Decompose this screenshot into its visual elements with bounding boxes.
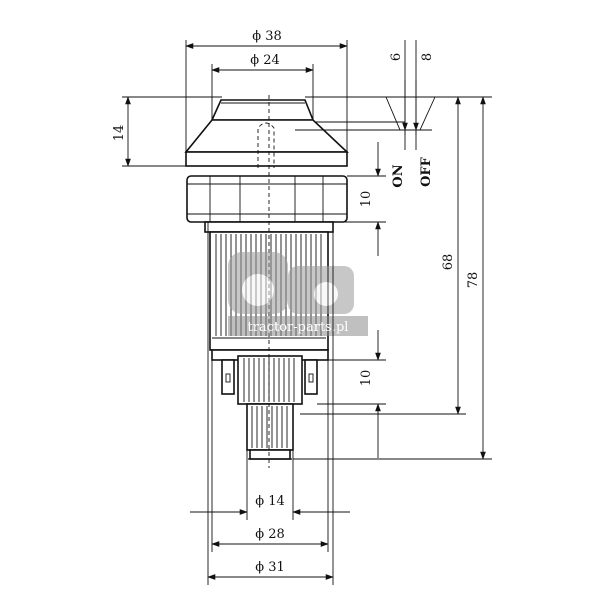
- lower-collar: [237, 355, 303, 405]
- position-on-label: ON: [391, 164, 406, 187]
- terminal-right: [304, 359, 318, 395]
- dim-dia-24-label: ϕ 24: [250, 53, 280, 68]
- dim-dia-31-label: ϕ 31: [255, 560, 285, 575]
- watermark-text: tractor-parts.pl: [248, 320, 349, 335]
- dim-stroke: 6 8 ON OFF: [295, 40, 492, 188]
- hex-nut: [186, 175, 348, 223]
- dim-len-78: 78: [293, 96, 492, 460]
- dim-len-10-nut: 10: [333, 142, 386, 256]
- position-off-label: OFF: [419, 156, 434, 187]
- dim-len-10-terminal-label: 10: [359, 370, 374, 387]
- dim-dia-14-label: ϕ 14: [255, 494, 285, 509]
- dim-dia-28: ϕ 28: [211, 360, 329, 552]
- dim-dia-28-label: ϕ 28: [255, 527, 285, 542]
- dimensions: ϕ 38 ϕ 24 14 6: [112, 29, 492, 585]
- dim-dia-38: ϕ 38: [185, 29, 348, 155]
- watermark: tractor-parts.pl: [228, 252, 368, 336]
- bezel-ring: [185, 151, 348, 167]
- dim-len-8-label: 8: [420, 53, 435, 61]
- dim-dia-24: ϕ 24: [211, 53, 314, 120]
- bezel-cone: [184, 119, 350, 153]
- dim-len-10-nut-label: 10: [359, 191, 374, 208]
- dim-len-78-label: 78: [466, 272, 481, 289]
- dim-len-14: 14: [112, 96, 222, 167]
- terminal-left: [221, 359, 235, 395]
- dim-len-6-label: 6: [389, 53, 404, 61]
- dim-len-14-label: 14: [112, 125, 127, 142]
- dim-dia-31: ϕ 31: [207, 222, 334, 585]
- dim-dia-38-label: ϕ 38: [252, 29, 282, 44]
- dim-dia-14: ϕ 14: [190, 404, 350, 520]
- stem: [246, 403, 294, 460]
- dim-len-10-terminal: 10: [317, 330, 386, 458]
- dim-len-68-label: 68: [441, 254, 456, 271]
